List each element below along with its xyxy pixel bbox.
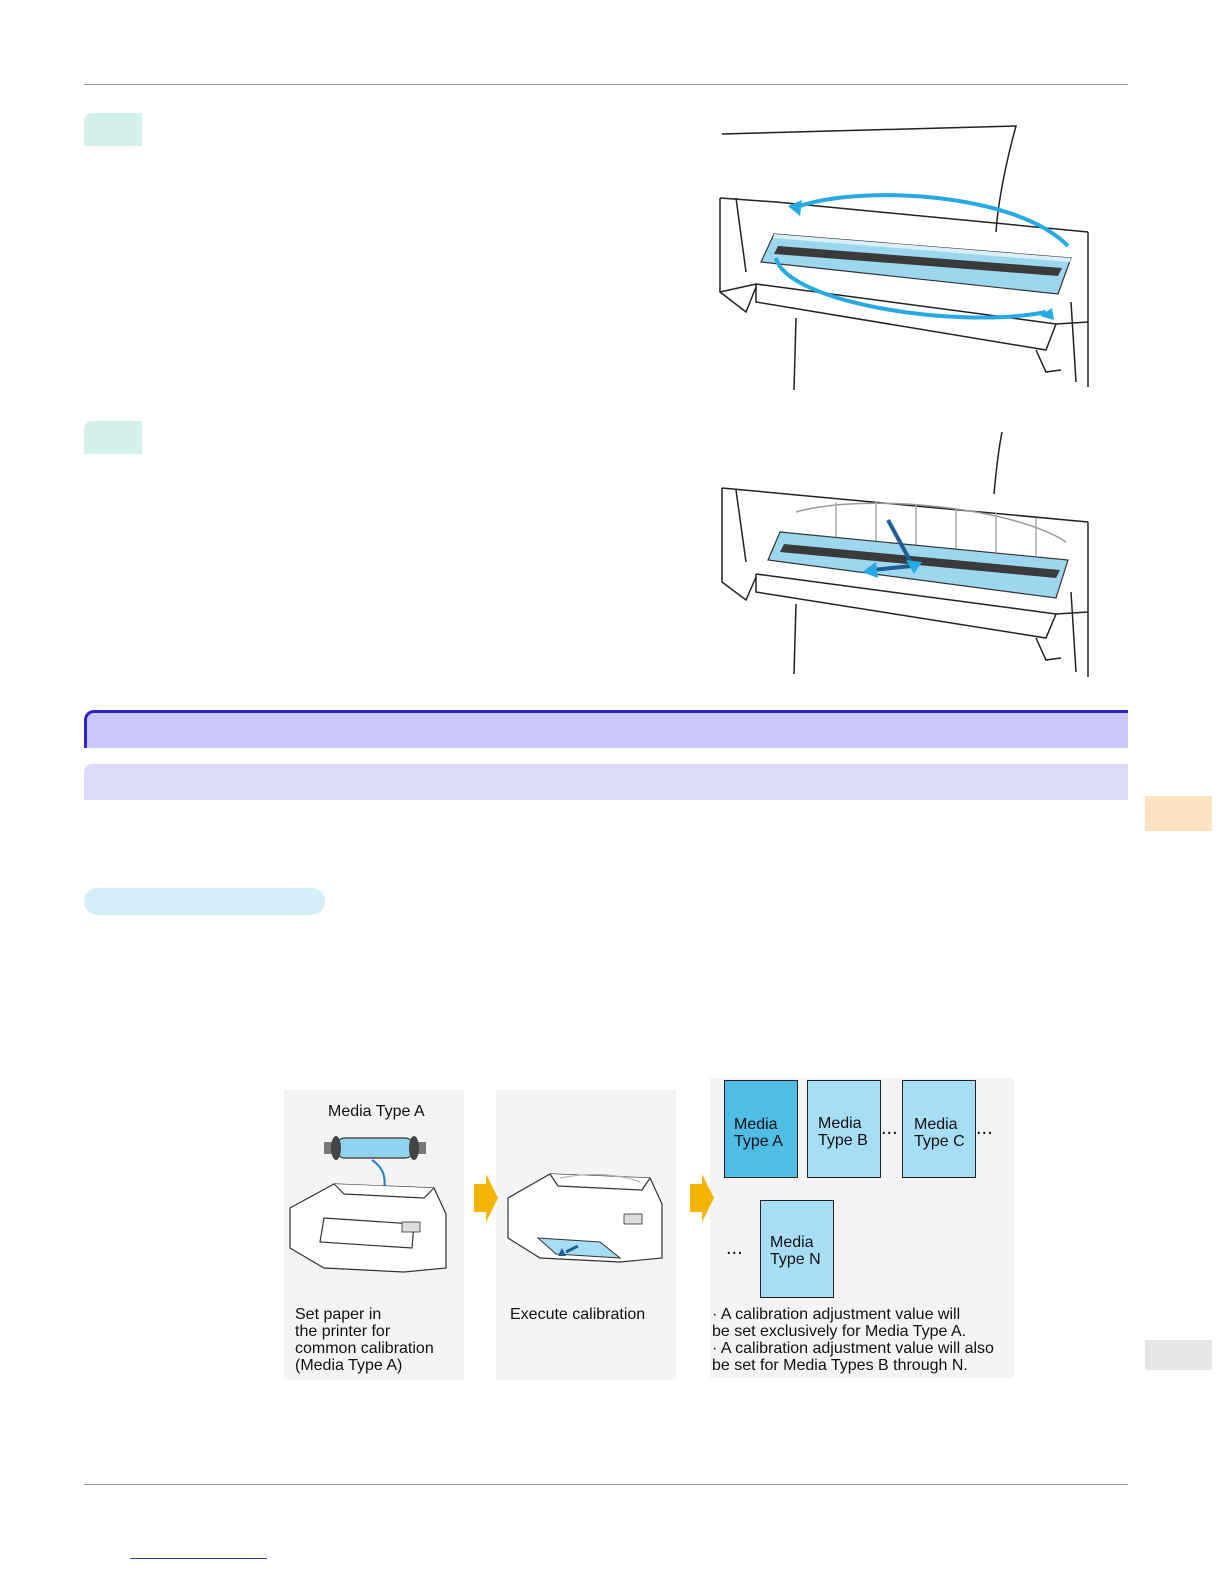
ellipsis-1: ... xyxy=(881,1117,898,1139)
media-box-n-label: Media Type N xyxy=(770,1234,821,1268)
media-box-b-label: Media Type B xyxy=(818,1115,868,1149)
media-box-c xyxy=(902,1080,976,1178)
sensor-cover-rotate-illustration xyxy=(719,125,1089,391)
media-box-n xyxy=(760,1200,834,1298)
media-box-c-label: Media Type C xyxy=(914,1116,965,1150)
result-line-2: · A calibration adjustment value will al… xyxy=(712,1340,994,1374)
header-rule xyxy=(84,84,1128,85)
footer-rule xyxy=(84,1484,1128,1485)
media-box-a-label: Media Type A xyxy=(734,1116,783,1150)
step2-caption: Execute calibration xyxy=(510,1306,646,1323)
calibration-diagram: Media Type A Media Type A xyxy=(284,1078,1014,1380)
ellipsis-2: ... xyxy=(976,1117,993,1139)
printer-with-roll-illustration xyxy=(289,1136,447,1273)
media-type-a-title: Media Type A xyxy=(328,1103,425,1120)
step-badge-2 xyxy=(84,421,142,454)
side-tab-orange xyxy=(1145,796,1212,831)
step-badge-1 xyxy=(84,113,142,146)
orange-arrow-right-icon-2 xyxy=(690,1174,714,1222)
media-box-b xyxy=(807,1080,881,1178)
subheading-pill xyxy=(84,888,325,915)
section-heading-bar xyxy=(84,710,1128,748)
sensor-cover-insert-illustration xyxy=(721,432,1089,677)
ellipsis-3: ... xyxy=(726,1237,743,1259)
media-box-a xyxy=(724,1080,798,1178)
step1-caption: Set paper in the printer for common cali… xyxy=(295,1306,434,1374)
printer-calibration-illustration xyxy=(507,1173,663,1263)
orange-arrow-right-icon-1 xyxy=(474,1174,498,1222)
result-line-1: · A calibration adjustment value will be… xyxy=(712,1306,967,1340)
footer-link-underline[interactable] xyxy=(130,1558,267,1559)
side-tab-gray xyxy=(1145,1340,1212,1370)
subsection-heading-bar xyxy=(84,764,1128,800)
